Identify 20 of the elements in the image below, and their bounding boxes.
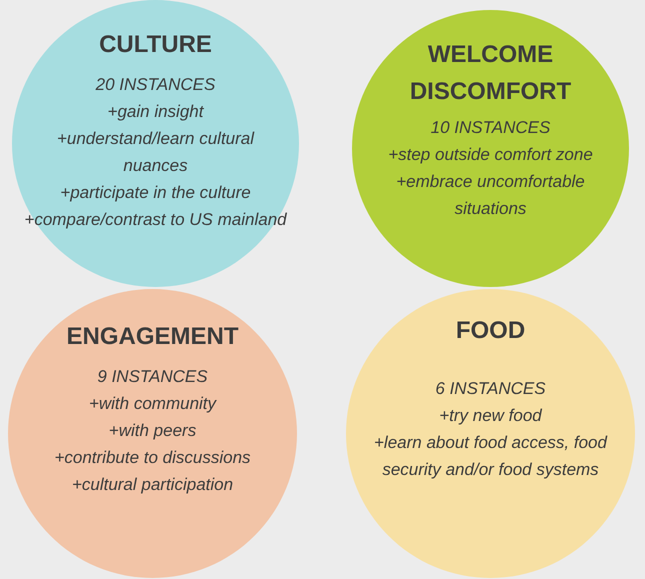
category-heading: CULTURE xyxy=(98,30,213,60)
category-heading: FOOD xyxy=(454,316,526,346)
bullet-text: +gain insight xyxy=(108,101,204,123)
bullet-text: +participate in the culture xyxy=(60,182,251,204)
bullet-text: +contribute to discussions xyxy=(54,447,251,469)
bullet-text: +with community xyxy=(88,393,216,415)
bullet-text: +try new food xyxy=(439,405,542,427)
bullet-text: +cultural participation xyxy=(72,474,234,496)
bullet-text: +embrace uncomfortable situations xyxy=(395,171,586,220)
bullet-text: +with peers xyxy=(108,420,196,442)
instance-count: 20 INSTANCES xyxy=(96,74,216,96)
bullet-text: +understand/learn cultural nuances xyxy=(56,128,256,177)
category-heading: WELCOME DISCOMFORT xyxy=(408,40,572,107)
bullet-text: +compare/contrast to US mainland xyxy=(24,209,287,231)
bullet-text: +learn about food access, food security and/or food systems xyxy=(373,432,608,481)
bullet-text: +step outside comfort zone xyxy=(388,144,593,166)
instance-count: 9 INSTANCES xyxy=(97,366,208,388)
instance-count: 10 INSTANCES xyxy=(430,117,550,139)
instance-count: 6 INSTANCES xyxy=(435,378,546,400)
category-heading: ENGAGEMENT xyxy=(65,322,240,352)
